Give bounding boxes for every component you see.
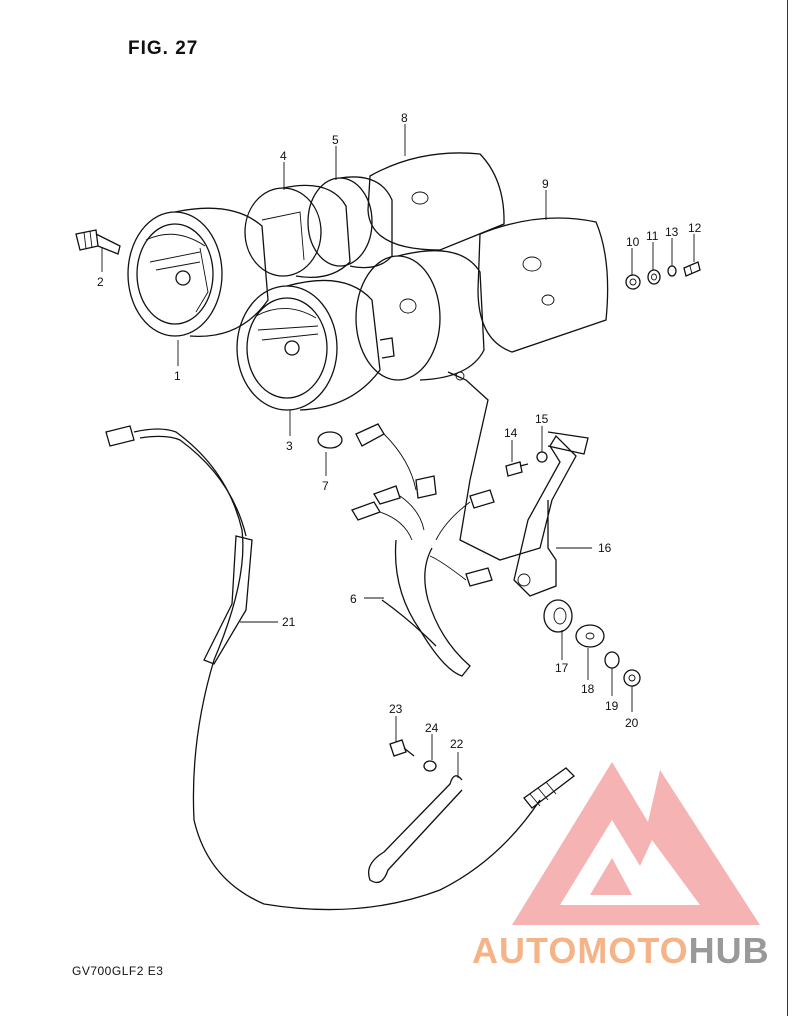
watermark-text-dark: HUB [688, 930, 770, 971]
callout-9: 9 [542, 177, 549, 191]
callout-21: 21 [282, 615, 296, 629]
part-1-speedometer [127, 207, 269, 338]
callout-16: 16 [598, 541, 612, 555]
part-21-cable [105, 425, 575, 911]
part-4-case [244, 184, 351, 279]
part-10-nut [625, 274, 641, 290]
callout-2: 2 [97, 275, 104, 289]
part-24-washer [423, 760, 437, 772]
callout-3: 3 [286, 439, 293, 453]
callout-6: 6 [350, 592, 357, 606]
callout-14: 14 [504, 426, 518, 440]
part-22-clamp [367, 775, 463, 884]
callout-11: 11 [646, 229, 659, 243]
tach-inner-case [355, 250, 485, 381]
callout-19: 19 [605, 699, 619, 713]
part-14-bolt [505, 461, 529, 477]
callout-23: 23 [389, 702, 403, 716]
model-code: GV700GLF2 E3 [72, 964, 164, 978]
callout-15: 15 [535, 412, 549, 426]
callout-1: 1 [174, 369, 181, 383]
part-5-ring [307, 176, 393, 269]
callout-18: 18 [581, 682, 595, 696]
callout-4: 4 [280, 149, 287, 163]
part-17-grommet [543, 599, 573, 633]
part-16-bracket [447, 371, 589, 597]
figure-title: FIG. 27 [128, 38, 199, 59]
leader-lines [101, 124, 695, 778]
callout-17: 17 [555, 661, 569, 675]
part-23-bolt [389, 739, 415, 757]
part-9-housing [477, 217, 609, 353]
callout-10: 10 [626, 235, 640, 249]
part-7-bulb [317, 431, 343, 449]
part-11-washer [647, 269, 661, 285]
part-12-bolt [683, 261, 701, 277]
callout-20: 20 [625, 716, 639, 730]
part-18-washer [575, 624, 605, 648]
callout-22: 22 [450, 737, 464, 751]
part-3-tachometer [236, 279, 395, 411]
callout-5: 5 [332, 133, 339, 147]
part-13-washer [667, 265, 677, 277]
part-15-washer [536, 451, 548, 463]
callout-7: 7 [322, 479, 329, 493]
part-8-housing [367, 152, 505, 251]
watermark-text: AUTOMOTOHUB [472, 930, 770, 972]
callout-13: 13 [665, 225, 679, 239]
callout-8: 8 [401, 111, 408, 125]
watermark-text-light: AUTOMOTO [472, 930, 689, 971]
page-edge-rule [787, 0, 788, 1016]
callout-24: 24 [425, 721, 439, 735]
callout-numbers: 1 2 3 4 5 6 7 8 9 10 11 12 13 14 15 16 1… [97, 111, 702, 751]
part-20-nut [623, 669, 641, 687]
callout-12: 12 [688, 221, 702, 235]
part-2-socket [75, 229, 121, 255]
part-19-collar [604, 651, 620, 669]
part-6-harness [351, 423, 495, 677]
watermark-logo [512, 762, 760, 925]
